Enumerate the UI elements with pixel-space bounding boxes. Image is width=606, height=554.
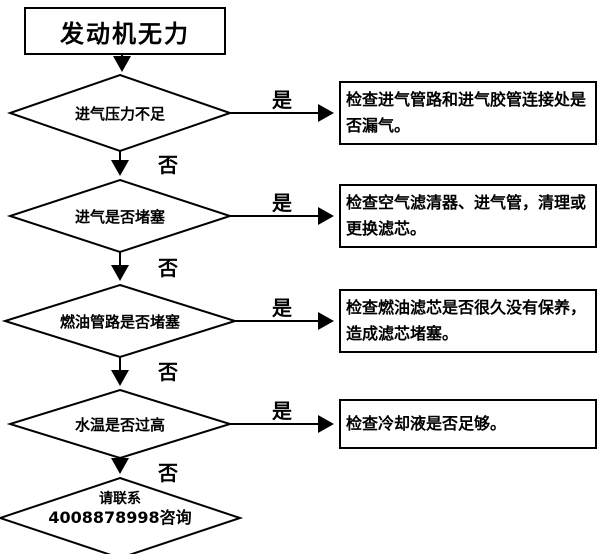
decision-3-label: 燃油管路是否堵塞 bbox=[59, 312, 180, 331]
decision-4-yes-label: 是 bbox=[272, 399, 292, 423]
action-4-shape bbox=[339, 399, 597, 449]
decision-1-label: 进气压力不足 bbox=[74, 104, 165, 123]
action-2-text: 检查空气滤清器、进气管，清理或更换滤芯。 bbox=[346, 193, 587, 238]
contact-node: 请联系 4008878998咨询 bbox=[10, 490, 230, 529]
decision-4-no-label: 否 bbox=[158, 461, 178, 485]
contact-line2: 4008878998咨询 bbox=[48, 508, 192, 528]
action-1-shape bbox=[339, 81, 597, 145]
decision-4-label: 水温是否过高 bbox=[74, 415, 165, 434]
decision-3-no-label: 否 bbox=[158, 360, 178, 384]
action-2-shape bbox=[339, 184, 597, 248]
decision-1-yes-label: 是 bbox=[272, 88, 292, 112]
contact-line1: 请联系 bbox=[99, 491, 141, 507]
decision-1-no-label: 否 bbox=[158, 153, 178, 177]
decision-2-no-label: 否 bbox=[158, 256, 178, 280]
action-1-text: 检查进气管路和进气胶管连接处是否漏气。 bbox=[346, 90, 587, 135]
start-node-label: 发动机无力 bbox=[60, 19, 190, 48]
action-3-shape bbox=[339, 289, 597, 353]
action-4-text: 检查冷却液是否足够。 bbox=[346, 414, 507, 434]
decision-2-label: 进气是否堵塞 bbox=[74, 207, 165, 226]
contact-diamond-shape bbox=[0, 476, 244, 554]
action-3-text: 检查燃油滤芯是否很久没有保养，造成滤芯堵塞。 bbox=[346, 298, 587, 343]
start-box-shape bbox=[24, 7, 226, 55]
decision-2-yes-label: 是 bbox=[272, 191, 292, 215]
decision-3-yes-label: 是 bbox=[272, 296, 292, 320]
